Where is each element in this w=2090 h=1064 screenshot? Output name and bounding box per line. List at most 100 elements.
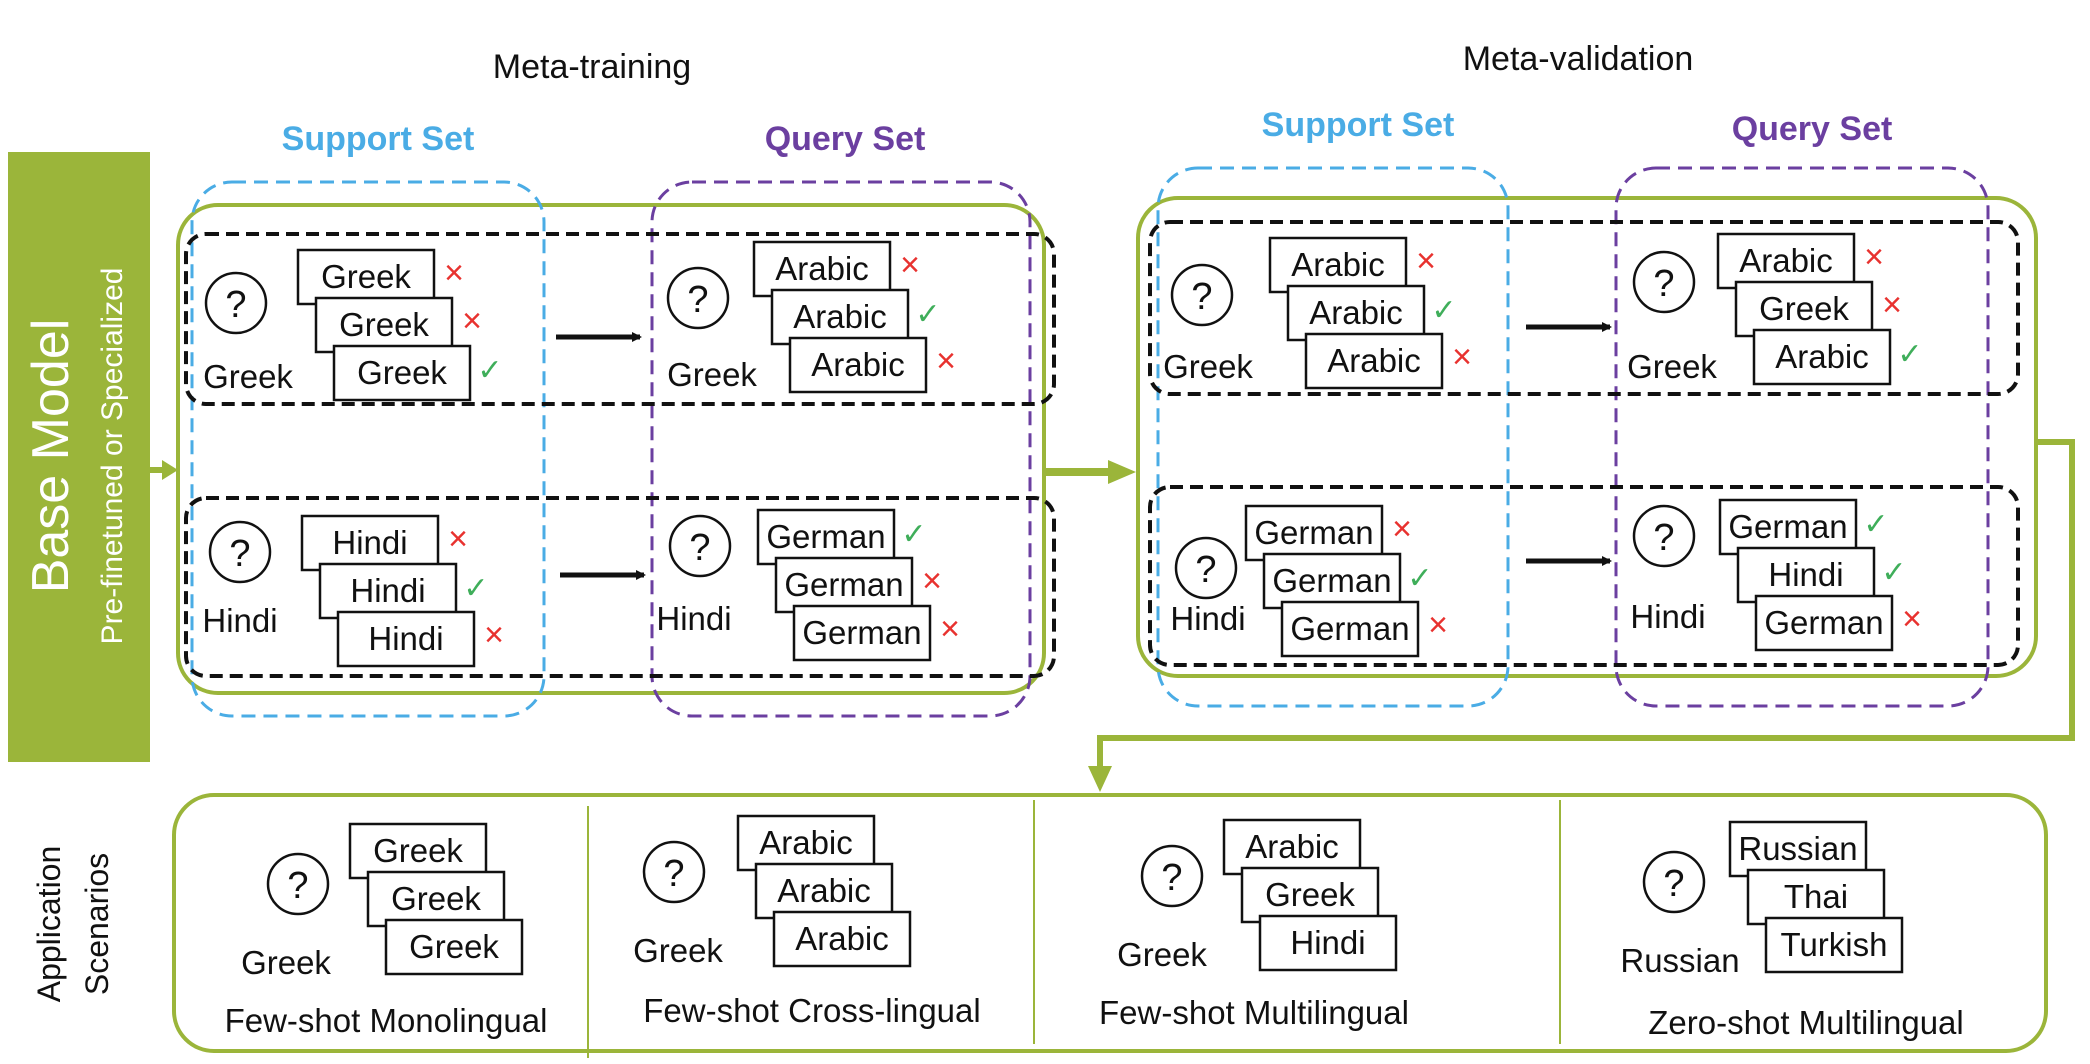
meta-training-container xyxy=(176,203,1046,695)
flow-arrow-training-to-validation xyxy=(1044,460,1136,484)
example-card-label: Arabic xyxy=(1775,338,1869,375)
example-card-label: Arabic xyxy=(1309,294,1403,331)
example-card-label: Greek xyxy=(1265,876,1355,913)
meta-validation-query-region xyxy=(1614,166,1990,708)
example-card-label: Arabic xyxy=(1245,828,1339,865)
check-icon: ✓ xyxy=(901,518,926,551)
question-mark: ? xyxy=(1663,863,1684,905)
flow-arrow-validation-to-application xyxy=(1088,439,2075,792)
scenario-name: Few-shot Cross-lingual xyxy=(643,992,980,1029)
question-icon xyxy=(1170,263,1234,327)
meta-training-query-region xyxy=(650,180,1032,718)
check-icon: ✓ xyxy=(477,354,502,387)
query-language-label: Russian xyxy=(1620,942,1739,979)
example-card-label: German xyxy=(766,518,885,555)
example-card xyxy=(1746,868,1886,926)
meta-validation-task-box xyxy=(1148,485,2020,667)
cross-icon: × xyxy=(1882,286,1902,324)
example-card-label: Arabic xyxy=(795,920,889,957)
cross-icon: × xyxy=(444,254,464,292)
example-card xyxy=(318,562,458,620)
example-card-label: German xyxy=(1290,610,1409,647)
cross-icon: × xyxy=(940,610,960,648)
meta-validation-support-region xyxy=(1156,166,1510,708)
example-card xyxy=(1752,328,1892,386)
example-card-label: Arabic xyxy=(1291,246,1385,283)
example-card xyxy=(752,240,892,298)
question-mark: ? xyxy=(1653,263,1674,305)
example-card-label: Greek xyxy=(373,832,463,869)
example-card-label: Greek xyxy=(339,306,429,343)
question-icon xyxy=(1632,250,1696,314)
cross-icon: × xyxy=(1392,510,1412,548)
cross-icon: × xyxy=(900,246,920,284)
query-language-label: Greek xyxy=(241,944,331,981)
question-icon xyxy=(1642,850,1706,914)
example-card xyxy=(1286,284,1426,342)
question-icon xyxy=(266,852,330,916)
question-icon xyxy=(1174,536,1238,600)
base-model-title: Base Model xyxy=(22,319,80,594)
flow-arrow-base-to-training xyxy=(150,460,178,480)
example-card xyxy=(788,336,928,394)
example-card-label: Hindi xyxy=(368,620,443,657)
meta-training-query-label: Query Set xyxy=(765,120,926,158)
question-mark: ? xyxy=(1161,857,1182,899)
question-mark: ? xyxy=(663,853,684,895)
base-model-subtitle: Pre-finetuned or Specialized xyxy=(96,268,129,645)
example-card xyxy=(1754,594,1894,652)
example-card-label: Arabic xyxy=(1739,242,1833,279)
cross-icon: × xyxy=(462,302,482,340)
meta-validation-task-box xyxy=(1148,220,2020,396)
check-icon: ✓ xyxy=(1431,294,1456,327)
example-card-label: Greek xyxy=(321,258,411,295)
query-language-label: Greek xyxy=(1627,348,1717,385)
example-card-label: Greek xyxy=(357,354,447,391)
check-icon: ✓ xyxy=(1897,338,1922,371)
example-card-label: Hindi xyxy=(350,572,425,609)
question-mark: ? xyxy=(1191,276,1212,318)
cross-icon: × xyxy=(448,520,468,558)
example-card xyxy=(348,822,488,880)
example-card-label: German xyxy=(802,614,921,651)
example-card-label: Russian xyxy=(1738,830,1857,867)
question-icon xyxy=(1632,504,1696,568)
meta-validation-support-label: Support Set xyxy=(1262,106,1455,144)
example-card-label: Arabic xyxy=(775,250,869,287)
example-card xyxy=(1304,332,1444,390)
check-icon: ✓ xyxy=(1881,556,1906,589)
example-card xyxy=(1716,232,1856,290)
example-card xyxy=(384,918,524,976)
example-card-label: Arabic xyxy=(1327,342,1421,379)
question-icon xyxy=(208,520,272,584)
query-language-label: Hindi xyxy=(1170,600,1245,637)
question-icon xyxy=(668,514,732,578)
application-label-line1: Application xyxy=(31,846,67,1003)
meta-training-support-region xyxy=(190,180,546,718)
example-card xyxy=(1258,914,1398,972)
example-card-label: German xyxy=(1728,508,1847,545)
check-icon: ✓ xyxy=(1863,508,1888,541)
question-icon xyxy=(1140,844,1204,908)
question-icon xyxy=(204,271,268,335)
meta-validation-container xyxy=(1136,196,2038,678)
example-card xyxy=(1280,600,1420,658)
cross-icon: × xyxy=(1864,238,1884,276)
query-language-label: Greek xyxy=(667,356,757,393)
meta-validation-query-label: Query Set xyxy=(1732,110,1893,148)
check-icon: ✓ xyxy=(463,572,488,605)
example-card xyxy=(770,288,910,346)
query-language-label: Hindi xyxy=(202,602,277,639)
scenario-name: Few-shot Multilingual xyxy=(1099,994,1409,1031)
example-card-label: German xyxy=(1272,562,1391,599)
query-language-label: Hindi xyxy=(656,600,731,637)
cross-icon: × xyxy=(922,562,942,600)
example-card xyxy=(1244,504,1384,562)
